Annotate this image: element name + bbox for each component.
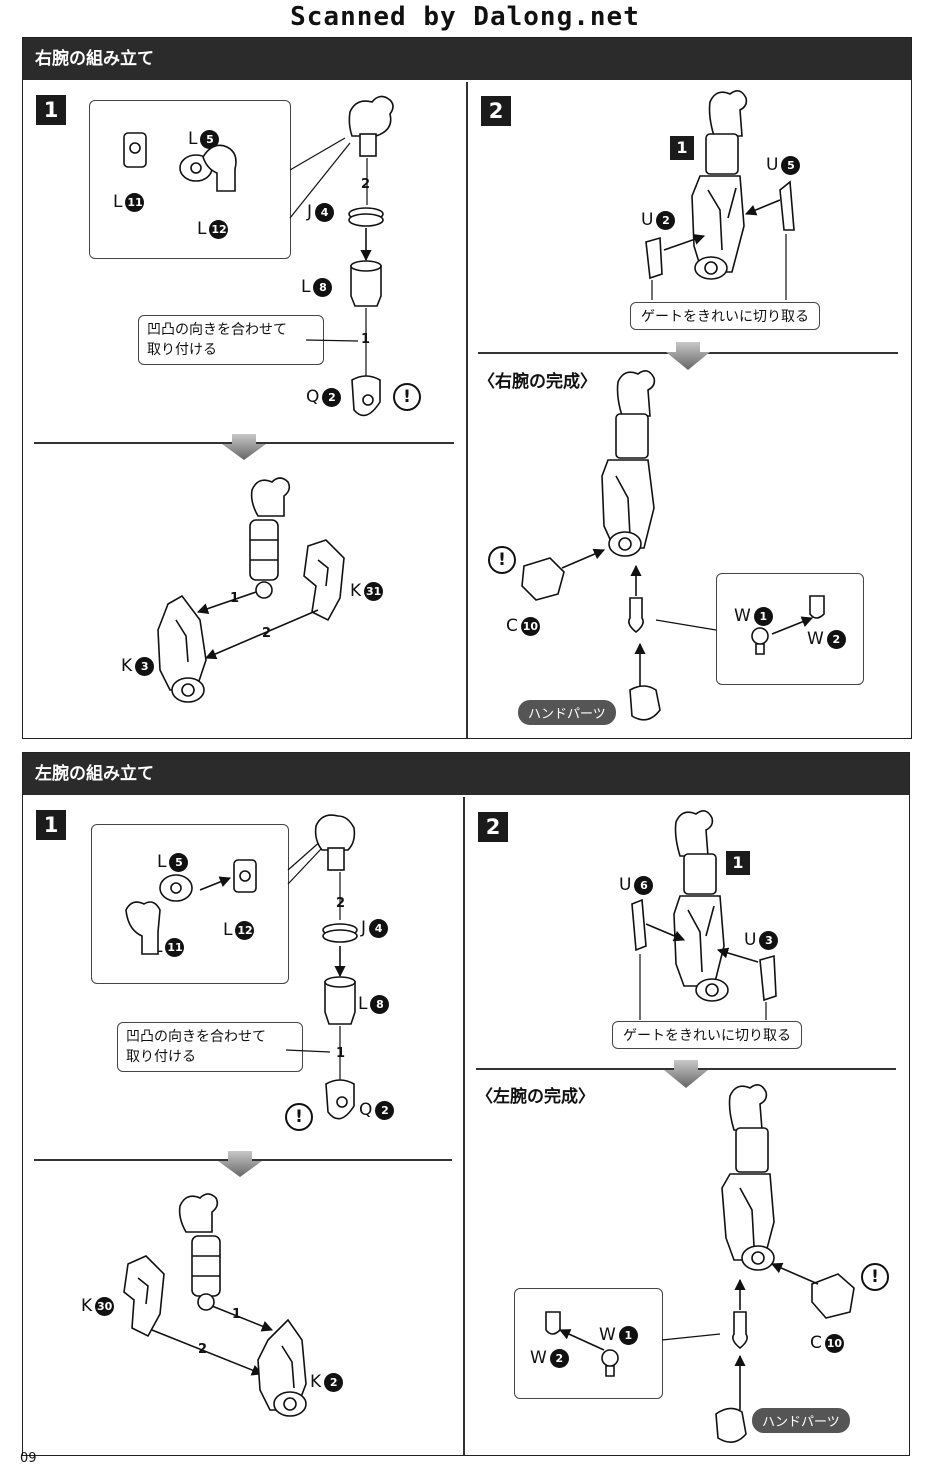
note-line: 取り付ける: [126, 1049, 196, 1065]
page-number: 09: [20, 1451, 37, 1466]
warning-icon: !: [861, 1263, 889, 1291]
warning-icon: !: [285, 1103, 313, 1131]
down-arrow-icon: [664, 1060, 708, 1088]
completion-title: 〈左腕の完成〉: [476, 1087, 595, 1107]
note-line: 凹凸の向きを合わせて: [126, 1029, 266, 1045]
reference-step-icon: 1: [670, 136, 694, 160]
wrist-joint-icon: [628, 597, 644, 634]
down-arrow-icon: [666, 342, 710, 370]
hand-part-icon: [629, 685, 661, 721]
note-line: 取り付ける: [147, 342, 217, 358]
hand-cover-icon: [811, 1273, 855, 1319]
warning-icon: !: [488, 546, 516, 574]
reference-step-icon: 1: [726, 851, 750, 875]
step-number: 1: [36, 810, 66, 840]
alignment-note: 凹凸の向きを合わせて 取り付ける: [117, 1022, 303, 1072]
parts-inset: [91, 824, 289, 984]
alignment-note: 凹凸の向きを合わせて 取り付ける: [138, 315, 324, 365]
step-number: 2: [478, 812, 508, 842]
step-divider: [466, 82, 468, 738]
armor-piece-icon: [759, 954, 777, 1002]
order-marker: 1: [232, 1307, 242, 1322]
scan-credit: Scanned by Dalong.net: [290, 2, 640, 32]
step-number: 1: [36, 95, 66, 125]
hand-parts-tag: ハンドパーツ: [518, 700, 616, 725]
shoulder-joint-icon: [348, 95, 394, 157]
armor-piece-icon: [779, 180, 795, 231]
down-arrow-icon: [218, 1151, 262, 1177]
gate-note: ゲートをきれいに切り取る: [630, 302, 820, 330]
down-arrow-icon: [222, 434, 266, 460]
order-marker: 2: [262, 626, 272, 641]
hand-parts-tag: ハンドパーツ: [752, 1408, 850, 1433]
section-title: 右腕の組み立て: [23, 38, 911, 80]
wrist-joint-icon: [732, 1311, 748, 1350]
joint-part-icon: [123, 132, 237, 192]
gate-note: ゲートをきれいに切り取る: [612, 1021, 802, 1049]
step-divider: [463, 797, 465, 1455]
hand-cover-icon: [521, 557, 565, 601]
section-title: 左腕の組み立て: [23, 753, 909, 795]
note-line: 凹凸の向きを合わせて: [147, 322, 287, 338]
order-marker: 1: [230, 591, 240, 606]
order-marker: 2: [361, 177, 371, 192]
wrist-inset: [716, 573, 864, 685]
completion-title: 〈右腕の完成〉: [478, 372, 597, 392]
armor-piece-icon: [645, 236, 663, 280]
armor-piece-icon: [631, 898, 647, 952]
step-number: 2: [481, 96, 511, 126]
hand-part-icon: [715, 1407, 747, 1443]
warning-icon: !: [393, 383, 421, 411]
